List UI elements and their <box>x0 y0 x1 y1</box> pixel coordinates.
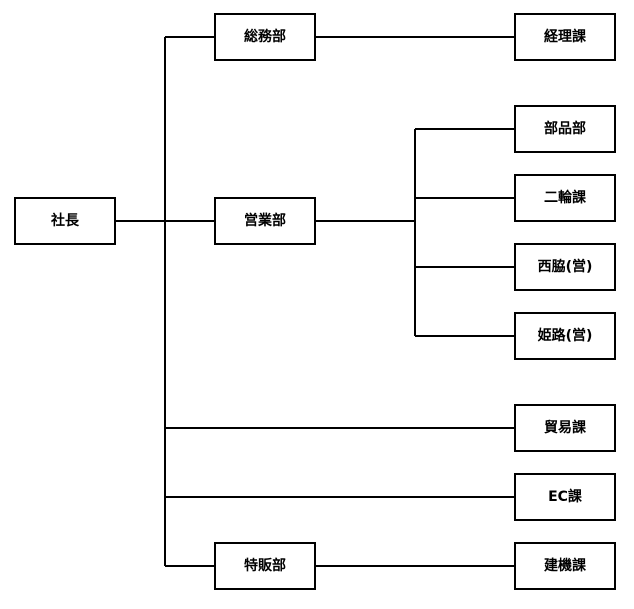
node-ec-label: EC課 <box>548 488 583 505</box>
node-accounting: 経理課 <box>514 13 616 61</box>
node-himeji-label: 姫路(営) <box>538 327 593 344</box>
node-construction-machinery: 建機課 <box>514 542 616 590</box>
node-trade: 貿易課 <box>514 404 616 452</box>
node-trade-label: 貿易課 <box>544 419 587 436</box>
node-general-affairs: 総務部 <box>214 13 316 61</box>
node-nishiwaki-label: 西脇(営) <box>538 258 593 275</box>
node-parts: 部品部 <box>514 105 616 153</box>
node-special-sales: 特販部 <box>214 542 316 590</box>
node-accounting-label: 経理課 <box>544 28 587 45</box>
node-president: 社長 <box>14 197 116 245</box>
node-sales: 営業部 <box>214 197 316 245</box>
node-two-wheel-label: 二輪課 <box>544 189 587 206</box>
node-special-sales-label: 特販部 <box>244 557 286 574</box>
node-two-wheel: 二輪課 <box>514 174 616 222</box>
connectors <box>115 36 515 567</box>
node-nishiwaki: 西脇(営) <box>514 243 616 291</box>
node-himeji: 姫路(営) <box>514 312 616 360</box>
node-president-label: 社長 <box>50 212 80 229</box>
node-construction-machinery-label: 建機課 <box>544 557 587 574</box>
node-parts-label: 部品部 <box>544 120 586 137</box>
node-sales-label: 営業部 <box>244 212 286 229</box>
node-ec: EC課 <box>514 473 616 521</box>
node-general-affairs-label: 総務部 <box>244 28 286 45</box>
